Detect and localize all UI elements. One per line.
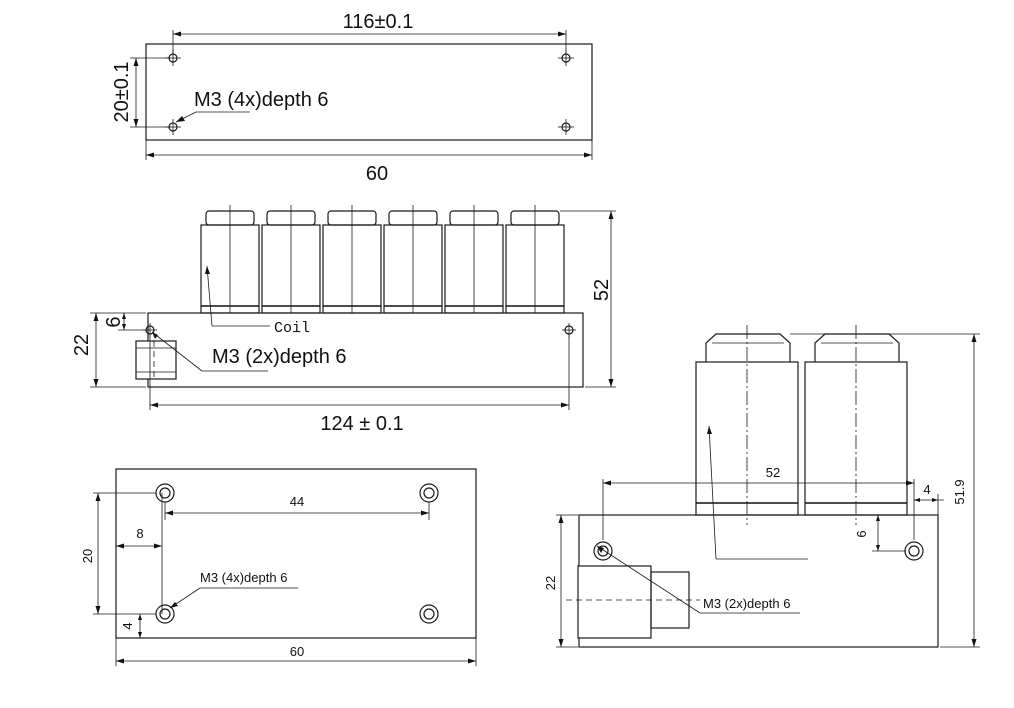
side-offset-dim: 6 bbox=[854, 530, 869, 537]
coil-valve bbox=[261, 205, 321, 314]
mount-hole bbox=[419, 604, 439, 624]
top-width-dim: 116±0.1 bbox=[343, 11, 414, 33]
side-width-dim: 52 bbox=[766, 465, 780, 480]
bottom-length-dim: 60 bbox=[290, 644, 304, 659]
coil-valve bbox=[322, 205, 382, 314]
mount-hole bbox=[562, 323, 576, 337]
bottom-hole-note: M3 (4x)depth 6 bbox=[200, 570, 287, 585]
front-view-coils bbox=[200, 205, 565, 314]
front-length-dim: 124 ± 0.1 bbox=[320, 413, 403, 435]
front-offset-dim: 6 bbox=[103, 316, 125, 327]
coil-label: Coil bbox=[274, 320, 310, 337]
mount-hole bbox=[558, 119, 574, 135]
front-view: 52 22 6 Coil M3 (2x)depth 6 124 ± 0.1 bbox=[71, 205, 616, 435]
coil-valve bbox=[695, 325, 799, 525]
bottom-offset-dim: 8 bbox=[136, 526, 143, 541]
side-view: 52 4 51.9 6 22 M3 (2x)depth 6 bbox=[543, 325, 980, 648]
bottom-view: 44 8 20 4 M3 (4x)depth 6 60 bbox=[80, 468, 477, 666]
bottom-edge-dim: 4 bbox=[120, 622, 135, 629]
mount-hole bbox=[155, 483, 175, 503]
coil-valve bbox=[200, 205, 260, 314]
mount-hole bbox=[155, 604, 175, 624]
bottom-height-dim: 20 bbox=[80, 549, 95, 563]
front-height-dim: 52 bbox=[591, 279, 613, 301]
side-base-height-dim: 22 bbox=[543, 576, 558, 590]
bottom-view-plate bbox=[115, 468, 477, 639]
side-view-fitting bbox=[577, 565, 652, 639]
coil-valve bbox=[383, 205, 443, 314]
side-edge-dim: 4 bbox=[923, 482, 930, 497]
bottom-spacing-dim: 44 bbox=[290, 494, 304, 509]
top-view: 116±0.1 20±0.1 M3 (4x)depth 6 60 bbox=[111, 11, 593, 185]
coil-valve bbox=[444, 205, 504, 314]
top-hole-note: M3 (4x)depth 6 bbox=[194, 89, 329, 111]
front-hole-note: M3 (2x)depth 6 bbox=[212, 346, 347, 368]
mount-hole bbox=[419, 483, 439, 503]
mount-hole bbox=[593, 541, 613, 561]
coil-valve bbox=[505, 205, 565, 314]
side-hole-note: M3 (2x)depth 6 bbox=[703, 596, 790, 611]
top-length-dim: 60 bbox=[366, 163, 388, 185]
front-view-fitting bbox=[135, 340, 177, 380]
top-height-dim: 20±0.1 bbox=[111, 61, 133, 122]
side-height-dim: 51.9 bbox=[952, 479, 967, 504]
side-view-coils bbox=[695, 325, 908, 525]
coil-valve bbox=[804, 325, 908, 525]
front-base-height-dim: 22 bbox=[71, 334, 93, 356]
mount-hole bbox=[904, 541, 924, 561]
top-view-plate bbox=[145, 43, 593, 141]
